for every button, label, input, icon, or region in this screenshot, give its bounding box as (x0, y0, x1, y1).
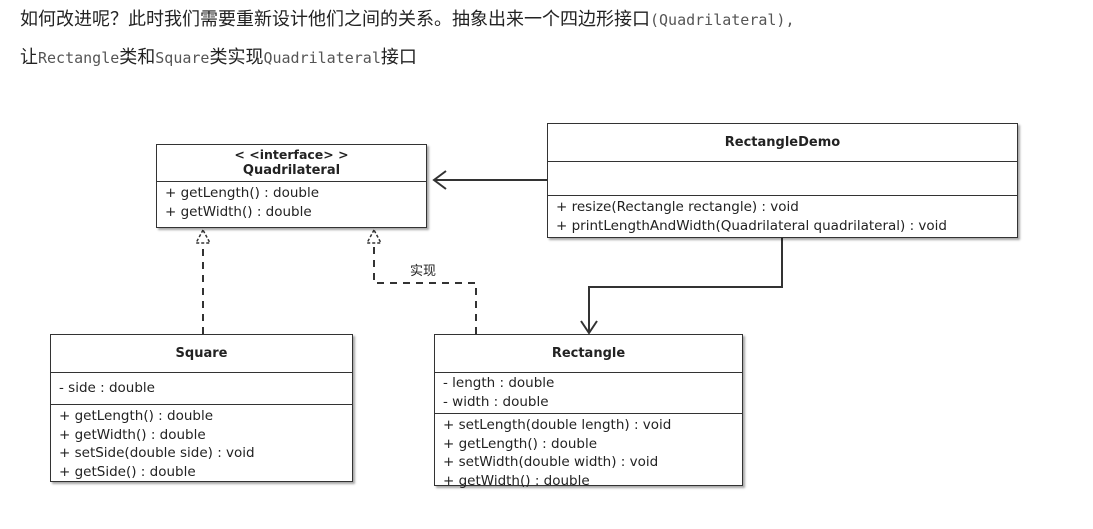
class-rectangledemo: RectangleDemo + resize(Rectangle rectang… (547, 123, 1018, 238)
methods-section: + resize(Rectangle rectangle) : void + p… (548, 196, 1017, 238)
realization-label: 实现 (410, 264, 437, 279)
attributes-section: - side : double (51, 373, 352, 405)
stereotype-label: < <interface> > (234, 147, 349, 162)
attribute-item: - length : double (443, 375, 555, 391)
class-square: Square - side : double + getLength() : d… (50, 334, 353, 482)
methods-section: + setLength(double length) : void + getL… (435, 414, 742, 492)
attributes-section (548, 162, 1017, 196)
attributes-section: - length : double - width : double (435, 373, 742, 414)
intro-text-c: 类实现 (209, 47, 264, 68)
class-name: Rectangle (551, 346, 626, 361)
attribute-item: - side : double (59, 380, 155, 396)
attribute-item: - width : double (443, 394, 549, 410)
class-header: < <interface> > Quadrilateral (157, 145, 426, 182)
code-quadrilateral-2: Quadrilateral (263, 49, 381, 67)
intro-text-d: 接口 (380, 47, 417, 68)
class-header: Rectangle (435, 335, 742, 373)
intro-text-a: 让 (20, 47, 38, 68)
method-item: + getLength() : double (59, 408, 214, 424)
class-rectangle: Rectangle - length : double - width : do… (434, 334, 743, 489)
class-name: Quadrilateral (242, 163, 341, 178)
method-item: + getWidth() : double (165, 204, 312, 220)
intro-paragraph-line-1: 如何改进呢？此时我们需要重新设计他们之间的关系。抽象出来一个四边形接口(Quad… (20, 8, 795, 32)
methods-section: + getLength() : double + getWidth() : do… (51, 405, 352, 483)
method-item: + setSide(double side) : void (59, 445, 255, 461)
methods-section: + getLength() : double + getWidth() : do… (157, 182, 426, 224)
realization-triangle-rectangle (365, 228, 383, 244)
method-item: + getSide() : double (59, 463, 196, 480)
method-item: + getLength() : double (443, 435, 598, 452)
code-square: Square (155, 49, 210, 67)
code-quadrilateral: (Quadrilateral), (650, 11, 795, 29)
class-name: RectangleDemo (724, 135, 841, 150)
method-item: + getWidth() : double (59, 426, 206, 443)
class-header: Square (51, 335, 352, 373)
method-item: + printLengthAndWidth(Quadrilateral quad… (556, 218, 947, 234)
intro-text-b: 类和 (119, 47, 156, 68)
arrowhead-open-quadrilateral (432, 170, 447, 190)
class-header: RectangleDemo (548, 124, 1017, 162)
method-item: + setWidth(double width) : void (443, 454, 659, 470)
class-quadrilateral: < <interface> > Quadrilateral + getLengt… (156, 144, 427, 228)
method-item: + resize(Rectangle rectangle) : void (556, 199, 799, 215)
intro-paragraph-line-2: 让Rectangle类和Square类实现Quadrilateral接口 (20, 46, 417, 70)
intro-text: 如何改进呢？此时我们需要重新设计他们之间的关系。抽象出来一个四边形接口 (20, 9, 650, 30)
realization-rectangle (373, 236, 477, 334)
arrowhead-open-rectangle (580, 320, 598, 335)
class-name: Square (175, 346, 228, 361)
code-rectangle: Rectangle (38, 49, 120, 67)
method-item: + getLength() : double (165, 185, 320, 201)
method-item: + getWidth() : double (443, 472, 590, 489)
method-item: + setLength(double length) : void (443, 417, 672, 433)
association-demo-to-rectangle (588, 238, 783, 333)
realization-triangle-square (194, 228, 212, 244)
